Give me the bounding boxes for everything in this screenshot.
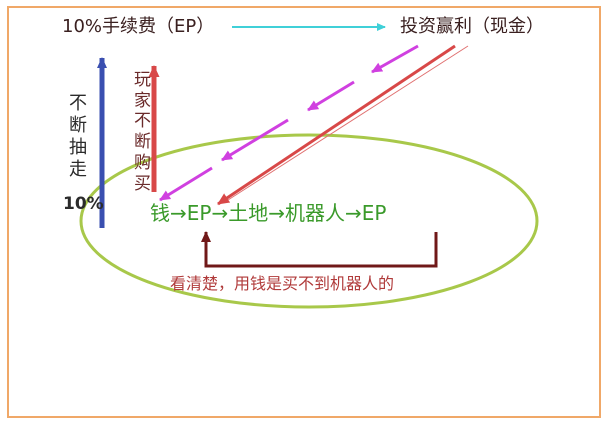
profit-to-ep-arrow <box>217 44 456 206</box>
withdraw-char: 抽 <box>69 136 87 158</box>
withdraw-char: 断 <box>69 114 87 136</box>
chain-node-ep: EP <box>186 201 212 225</box>
withdraw-label: 不 断 抽 走 <box>69 93 87 181</box>
fee-label: 10%手续费（EP） <box>62 16 215 37</box>
profit-label: 投资赢利（现金） <box>400 16 544 37</box>
chain-node-robot: 机器人 <box>285 201 345 225</box>
buy-char: 断 <box>134 132 151 153</box>
ep-return-loop <box>201 231 438 268</box>
diagram-frame <box>7 6 601 418</box>
pink-arrow-4 <box>159 166 213 202</box>
buy-char: 家 <box>134 90 151 111</box>
pink-arrow-3 <box>221 118 289 162</box>
chain-node-money: 钱 <box>150 201 170 225</box>
withdraw-percent: 10% <box>63 194 104 214</box>
withdraw-char: 不 <box>69 93 87 114</box>
note-label: 看清楚，用钱是买不到机器人的 <box>170 274 395 293</box>
pink-arrow-2 <box>307 80 355 112</box>
chain-arrow: → <box>268 201 285 225</box>
chain-arrow: → <box>170 201 187 225</box>
pink-arrow-1 <box>371 44 419 74</box>
flow-chain: 钱→EP→土地→机器人→EP <box>150 203 386 223</box>
chain-arrow: → <box>211 201 229 225</box>
buy-char: 不 <box>134 111 151 132</box>
economy-ellipse <box>79 133 539 309</box>
chain-arrow: → <box>345 201 362 225</box>
profit-diagonal-line <box>227 45 469 201</box>
chain-node-land: 土地 <box>228 201 269 225</box>
buy-char: 买 <box>134 173 151 194</box>
chain-node-ep-end: EP <box>361 201 387 225</box>
buy-char: 玩 <box>134 70 151 90</box>
buy-char: 购 <box>134 152 151 173</box>
buy-label: 玩 家 不 断 购 买 <box>134 70 151 194</box>
withdraw-char: 走 <box>69 158 87 180</box>
